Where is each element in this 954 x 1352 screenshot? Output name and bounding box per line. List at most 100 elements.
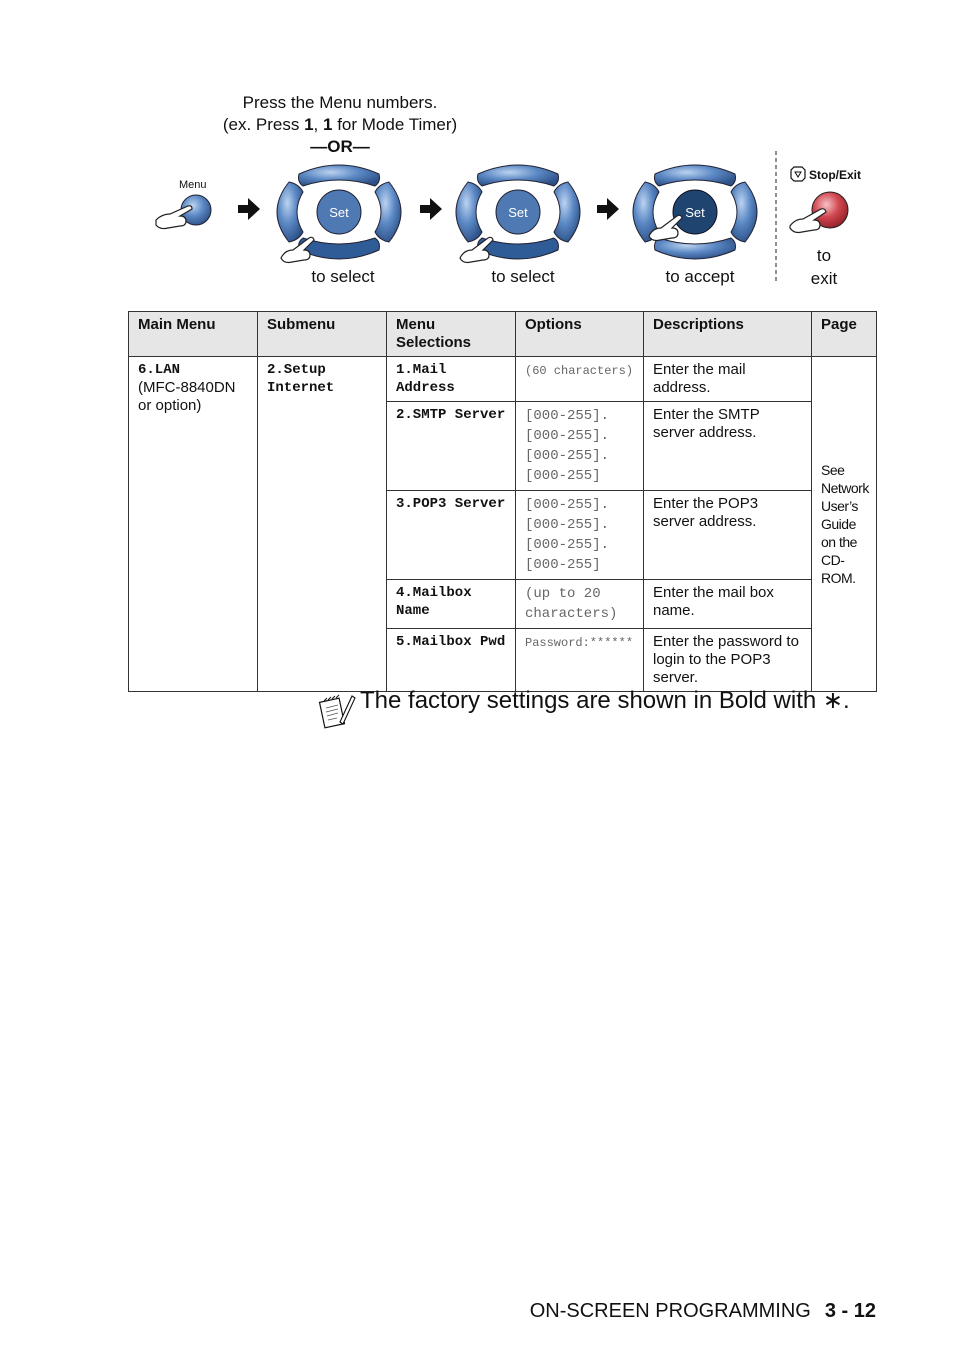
description-cell: Enter the password to login to the POP3 … [643,628,812,692]
asterisk-symbol: ∗ [822,687,844,714]
note-end: . [843,687,850,714]
stop-exit-key[interactable] [811,191,849,229]
options-cell: (60 characters) [515,356,644,402]
option-value: [000-255]. [525,428,610,444]
instruction-line-2-post: for Mode Timer) [332,115,458,134]
footer-section: ON-SCREEN PROGRAMMING [529,1300,811,1322]
table-row: 5.Mailbox Pwd Password:****** Enter the … [129,628,877,692]
options-cell: (up to 20 characters) [515,579,644,629]
right-key[interactable] [553,181,581,243]
description-cell: Enter the mail address. [643,356,812,402]
option-value: Password:****** [525,636,634,650]
selection-cell: 5.Mailbox Pwd [386,628,516,692]
stop-exit-label: Stop/Exit [809,168,861,182]
pointing-hand-icon [459,236,494,264]
set-key[interactable] [316,189,362,235]
description-cell: Enter the SMTP server address. [643,401,812,491]
selection-cell: 1.Mail Address [386,356,516,402]
pointing-hand-icon [280,236,315,264]
navigation-cluster-2: Set [455,164,581,264]
option-value: (up to 20 characters) [525,586,618,622]
header-main-menu: Main Menu [128,311,258,357]
table-row: 4.Mailbox Name (up to 20 characters) Ent… [129,579,877,629]
instruction-line-2-pre: (ex. Press [222,115,305,134]
description-cell: Enter the mail box name. [643,579,812,629]
pointing-hand-icon [789,208,827,234]
header-submenu: Submenu [257,311,387,357]
set-key-label: Set [329,205,349,220]
key-sequence-diagram: Menu Set Set Set [155,150,861,284]
instruction-key-2: 1 [323,115,333,134]
caption-accept: to accept [665,267,735,286]
main-menu-cell: 6.LAN (MFC-8840DN or option) [128,356,258,692]
note-pad-icon [318,694,356,729]
caption-exit: to exit [794,244,854,290]
navigation-cluster-1: Set [276,164,402,264]
options-cell: [000-255]. [000-255]. [000-255]. [000-25… [515,401,644,491]
options-cell: [000-255]. [000-255]. [000-255]. [000-25… [515,490,644,580]
down-key[interactable] [654,237,736,260]
table-row: 3.POP3 Server [000-255]. [000-255]. [000… [129,490,877,580]
page-footer: ON-SCREEN PROGRAMMING 3 - 12 [530,1300,876,1323]
right-key[interactable] [730,181,758,243]
selection-cell: 2.SMTP Server [386,401,516,491]
arrow-right-icon [420,198,442,220]
arrow-right-icon [238,198,260,220]
note-text: The factory settings are shown in Bold w… [360,686,850,715]
option-value: [000-255] [525,468,601,484]
selection-cell: 3.POP3 Server [386,490,516,580]
instruction-line-2: (ex. Press 1, 1 for Mode Timer) [190,114,490,136]
instruction-line-1: Press the Menu numbers. [242,93,438,112]
up-key[interactable] [654,164,736,187]
page-cell: See Network User’s Guide on the CD-ROM. [811,356,877,692]
caption-exit-line-2: exit [810,269,838,288]
right-key[interactable] [374,181,402,243]
caption-exit-line-1: to [816,246,832,265]
main-menu-note: (MFC-8840DN or option) [138,379,236,414]
down-key[interactable] [477,237,559,260]
caption-select-1: to select [311,267,375,286]
set-key[interactable] [672,189,718,235]
table-row: 2.SMTP Server [000-255]. [000-255]. [000… [129,401,877,491]
set-key-label: Set [685,205,705,220]
header-page: Page [811,311,877,357]
main-menu-code: 6.LAN [138,362,181,378]
header-menu-selections: Menu Selections [386,311,516,357]
up-key[interactable] [298,164,380,187]
instruction-key-1: 1 [304,115,314,134]
caption-select-2: to select [491,267,555,286]
submenu-code: 2.Setup Internet [267,362,335,396]
stop-icon [790,166,806,182]
instruction-text: Press the Menu numbers. (ex. Press 1, 1 … [190,92,490,158]
menu-key-label: Menu [179,179,207,191]
table-header-row: Main Menu Submenu Menu Selections Option… [128,311,877,357]
option-value: (60 characters) [525,364,634,378]
arrow-right-icon [597,198,619,220]
up-key[interactable] [477,164,559,187]
option-value: [000-255]. [525,497,610,513]
pointing-hand-icon [155,205,193,230]
table-row: 6.LAN (MFC-8840DN or option) 2.Setup Int… [128,356,877,692]
option-value: [000-255]. [525,517,610,533]
menu-table: Main Menu Submenu Menu Selections Option… [128,311,877,692]
down-key[interactable] [298,237,380,260]
selection-cell: 4.Mailbox Name [386,579,516,629]
left-key[interactable] [276,181,304,243]
set-key[interactable] [495,189,541,235]
description-cell: Enter the POP3 server address. [643,490,812,580]
submenu-cell: 2.Setup Internet [257,356,387,692]
note-text-body: The factory settings are shown in Bold w… [360,687,817,714]
set-key-label: Set [508,205,528,220]
left-key[interactable] [455,181,483,243]
option-value: [000-255] [525,557,601,573]
options-cell: Password:****** [515,628,644,692]
header-options: Options [515,311,644,357]
footer-page-number: 3 - 12 [824,1300,876,1322]
option-value: [000-255]. [525,537,610,553]
or-separator: —OR— [310,137,370,156]
instruction-sep: , [313,115,323,134]
pointing-hand-icon [648,214,683,242]
option-value: [000-255]. [525,448,610,464]
header-descriptions: Descriptions [643,311,812,357]
option-value: [000-255]. [525,408,610,424]
